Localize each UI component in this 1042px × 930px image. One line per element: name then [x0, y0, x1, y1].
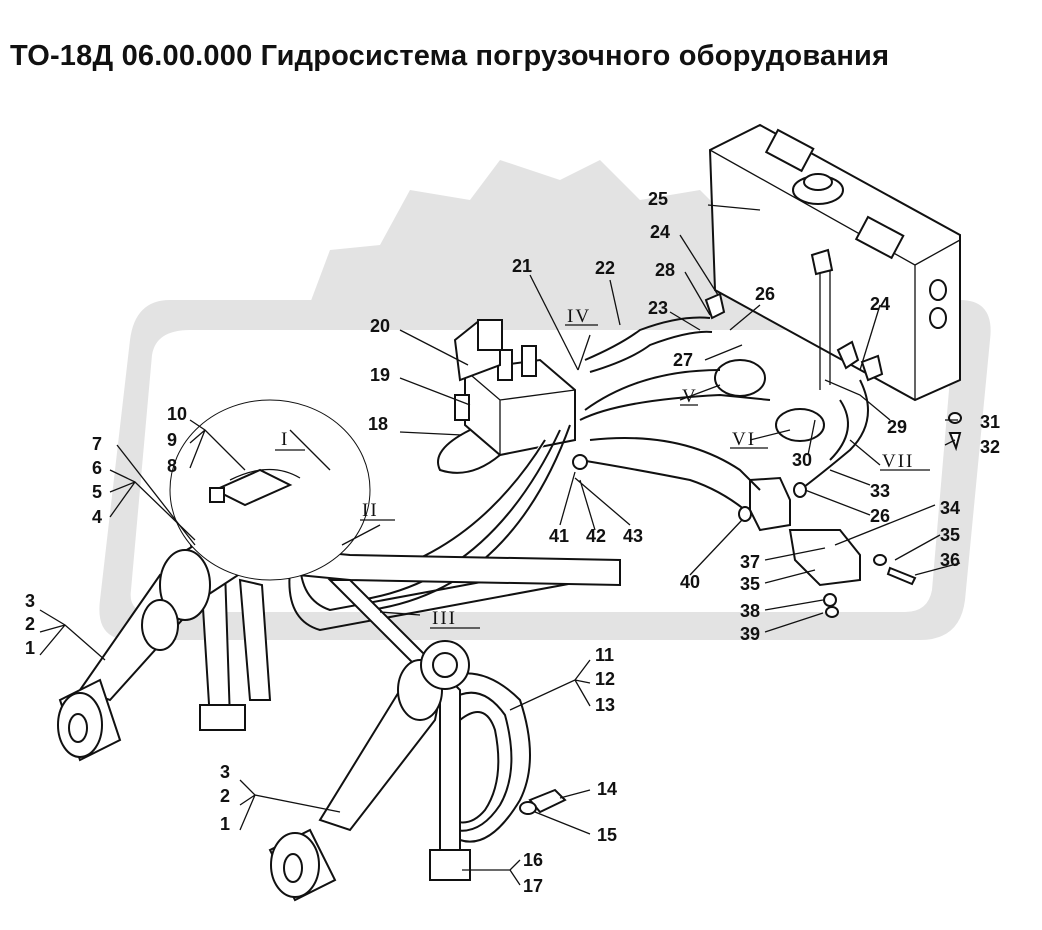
view-iii-label: III	[432, 608, 457, 629]
callout-30: 30	[792, 450, 812, 470]
view-v-label: V	[682, 386, 698, 407]
callout-7: 7	[92, 434, 102, 454]
small-hardware	[519, 412, 962, 815]
callout-14: 14	[597, 779, 617, 799]
callout-5: 5	[92, 482, 102, 502]
callout-27: 27	[673, 350, 693, 370]
callout-39: 39	[740, 624, 760, 644]
view-labels: I II III IV V VI VII	[281, 306, 914, 629]
callout-28: 28	[655, 260, 675, 280]
callout-37: 37	[740, 552, 760, 572]
callout-42: 42	[586, 526, 606, 546]
callout-22: 22	[595, 258, 615, 278]
callout-18: 18	[368, 414, 388, 434]
callout-1-bottom: 1	[220, 814, 230, 834]
clamp-detail	[209, 468, 301, 507]
view-ii-label: II	[362, 500, 379, 521]
callout-24-top: 24	[650, 222, 670, 242]
filter-assembly	[704, 248, 884, 587]
callout-10: 10	[167, 404, 187, 424]
leader-lines	[39, 204, 961, 886]
callout-9: 9	[167, 430, 177, 450]
callout-13: 13	[595, 695, 615, 715]
lift-cylinder-right	[268, 640, 470, 902]
callout-25: 25	[648, 189, 668, 209]
callout-15: 15	[597, 825, 617, 845]
hose-lines	[288, 316, 869, 843]
callout-17: 17	[523, 876, 543, 896]
view-underlines	[275, 324, 930, 629]
callout-24-right: 24	[870, 294, 890, 314]
callout-labels: 3 2 1 7 6 5 4 10 9 8 3 2 1 11 12 13 14 1…	[25, 189, 1000, 896]
callout-26-top: 26	[755, 284, 775, 304]
callout-3-left: 3	[25, 591, 35, 611]
callout-8: 8	[167, 456, 177, 476]
callout-43: 43	[623, 526, 643, 546]
callout-16: 16	[523, 850, 543, 870]
callout-35-right: 35	[940, 525, 960, 545]
hydraulic-tank	[708, 123, 961, 402]
callout-23: 23	[648, 298, 668, 318]
callout-1-left: 1	[25, 638, 35, 658]
callout-11: 11	[595, 645, 614, 665]
callout-35-left: 35	[740, 574, 760, 594]
page-title: ТО-18Д 06.00.000 Гидросистема погрузочно…	[10, 40, 890, 72]
callout-31: 31	[980, 412, 1000, 432]
callout-2-left: 2	[25, 614, 35, 634]
view-vii-label: VII	[882, 451, 914, 472]
callout-20: 20	[370, 316, 390, 336]
callout-32: 32	[980, 437, 1000, 457]
callout-38: 38	[740, 601, 760, 621]
callout-41: 41	[549, 526, 569, 546]
view-iv-label: IV	[567, 306, 591, 327]
callout-40: 40	[680, 572, 700, 592]
callout-21: 21	[512, 256, 532, 276]
view-i-label: I	[281, 429, 289, 450]
view-vi-label: VI	[732, 429, 756, 450]
callout-12: 12	[595, 669, 615, 689]
callout-19: 19	[370, 365, 390, 385]
callout-2-bottom: 2	[220, 786, 230, 806]
callout-3-bottom: 3	[220, 762, 230, 782]
callout-36: 36	[940, 550, 960, 570]
callout-6: 6	[92, 458, 102, 478]
callout-33: 33	[870, 481, 890, 501]
callout-4: 4	[92, 507, 102, 527]
callout-34: 34	[940, 498, 960, 518]
callout-29: 29	[887, 417, 907, 437]
callout-26-mid: 26	[870, 506, 890, 526]
